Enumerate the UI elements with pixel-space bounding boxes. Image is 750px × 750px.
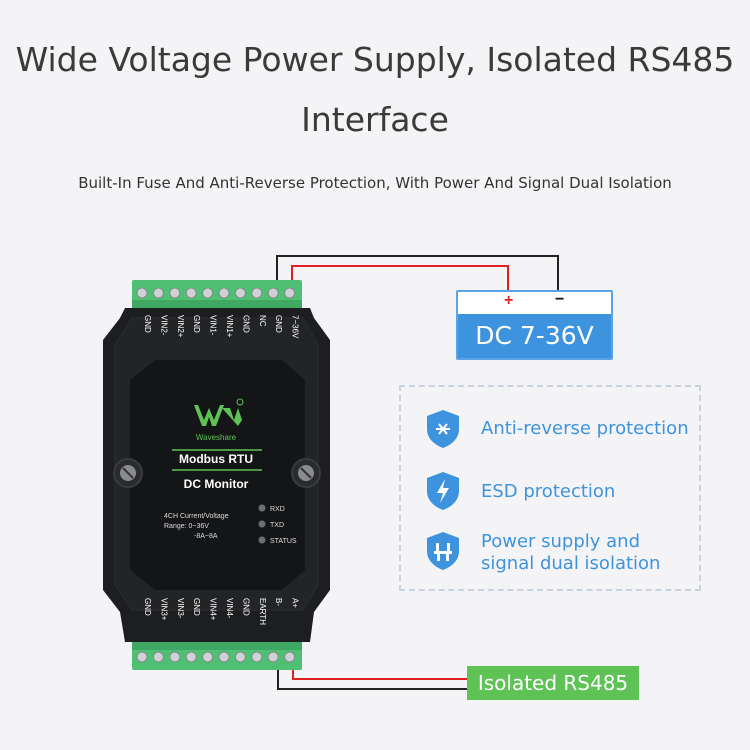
- terminal-screw-icon: [218, 287, 230, 299]
- top-pin-label: GND: [241, 315, 250, 333]
- led-txd-icon: [258, 520, 266, 528]
- bottom-pin-label: VIN4+: [209, 598, 218, 621]
- terminal-screw-icon: [251, 287, 263, 299]
- led-status-label: STATUS: [270, 538, 297, 545]
- bottom-pin-label: GND: [241, 598, 250, 616]
- bottom-pin-labels: GND VIN3+ VIN3- GND VIN4+ VIN4- GND EARTH B- A+: [143, 598, 300, 625]
- terminal-screw-icon: [267, 651, 279, 663]
- spec-line3: -8A~8A: [194, 533, 218, 540]
- page-subtitle: Built-In Fuse And Anti-Reverse Protectio…: [78, 174, 672, 192]
- black-wire-top: [276, 255, 559, 293]
- shield-plug-icon: [427, 532, 459, 570]
- red-wire-top: [291, 265, 509, 293]
- bottom-pin-label: VIN3+: [159, 598, 168, 621]
- top-pin-label: VIN2+: [176, 315, 185, 338]
- left-mount-screw-icon: [113, 458, 143, 488]
- terminal-screw-icon: [284, 287, 296, 299]
- bottom-terminal-screws: [136, 651, 296, 663]
- terminal-screw-icon: [169, 651, 181, 663]
- bottom-pin-label: A+: [291, 598, 300, 608]
- top-pin-label: GND: [143, 315, 152, 333]
- power-voltage-label: DC 7-36V: [458, 314, 611, 358]
- features-box: Anti-reverse protection ESD protection P…: [399, 385, 701, 591]
- terminal-screw-icon: [152, 651, 164, 663]
- led-rxd-icon: [258, 504, 266, 512]
- terminal-screw-icon: [202, 651, 214, 663]
- bottom-pin-label: VIN3-: [176, 598, 185, 619]
- terminal-screw-icon: [169, 287, 181, 299]
- power-supply-box: + − DC 7-36V: [456, 290, 613, 360]
- front-panel: [130, 360, 305, 590]
- page-title-line1: Wide Voltage Power Supply, Isolated RS48…: [15, 40, 735, 79]
- top-terminal-block: [132, 280, 302, 310]
- shield-bolt-icon: [427, 472, 459, 510]
- bottom-terminal-block: [132, 640, 302, 670]
- top-pin-label: GND: [192, 315, 201, 333]
- right-mount-screw-icon: [291, 458, 321, 488]
- red-wire-bottom: [292, 664, 467, 680]
- terminal-screw-icon: [185, 287, 197, 299]
- power-plus: +: [504, 292, 514, 309]
- top-pin-label: 7~36V: [291, 315, 300, 339]
- terminal-screw-icon: [185, 651, 197, 663]
- led-rxd-label: RXD: [270, 506, 285, 513]
- bottom-pin-label: B-: [274, 598, 283, 606]
- terminal-screw-icon: [152, 287, 164, 299]
- feature-esd-text: ESD protection: [481, 481, 616, 502]
- bottom-pin-label: EARTH: [258, 598, 267, 625]
- bottom-pin-label: GND: [192, 598, 201, 616]
- top-pin-label: GND: [274, 315, 283, 333]
- feature-isolation-text-line2: signal dual isolation: [481, 553, 661, 574]
- shield-x-icon: [427, 410, 459, 448]
- terminal-screw-icon: [251, 651, 263, 663]
- terminal-screw-icon: [267, 287, 279, 299]
- terminal-screw-icon: [136, 651, 148, 663]
- terminal-screw-icon: [234, 287, 246, 299]
- feature-isolation-text-line1: Power supply and: [481, 531, 641, 552]
- rs485-label-box: Isolated RS485: [467, 666, 639, 700]
- terminal-screw-icon: [234, 651, 246, 663]
- power-minus: −: [555, 291, 565, 308]
- page-title-line2: Interface: [301, 100, 449, 139]
- top-pin-labels: GND VIN2- VIN2+ GND VIN1- VIN1+ GND NC GND 7~36V: [143, 315, 300, 339]
- brand-label: Waveshare: [196, 433, 237, 442]
- bottom-pin-label: GND: [143, 598, 152, 616]
- led-status-icon: [258, 536, 266, 544]
- top-pin-label: VIN1+: [225, 315, 234, 338]
- terminal-screw-icon: [218, 651, 230, 663]
- model-line2: DC Monitor: [184, 477, 249, 491]
- terminal-screw-icon: [284, 651, 296, 663]
- feature-anti-reverse-text: Anti-reverse protection: [481, 418, 689, 439]
- top-pin-label: VIN2-: [159, 315, 168, 336]
- spec-line2: Range: 0~36V: [164, 523, 209, 530]
- terminal-screw-icon: [202, 287, 214, 299]
- model-line1: Modbus RTU: [179, 452, 253, 466]
- top-pin-label: NC: [258, 315, 267, 327]
- terminal-screw-icon: [136, 287, 148, 299]
- spec-line1: 4CH Current/Voltage: [164, 513, 229, 520]
- waveshare-logo-icon: [194, 398, 244, 426]
- led-txd-label: TXD: [270, 522, 284, 529]
- top-pin-label: VIN1-: [209, 315, 218, 336]
- top-terminal-screws: [136, 287, 296, 299]
- bottom-pin-label: VIN4-: [225, 598, 234, 619]
- power-polarity-bar: + −: [458, 291, 611, 314]
- black-wire-bottom: [277, 664, 467, 690]
